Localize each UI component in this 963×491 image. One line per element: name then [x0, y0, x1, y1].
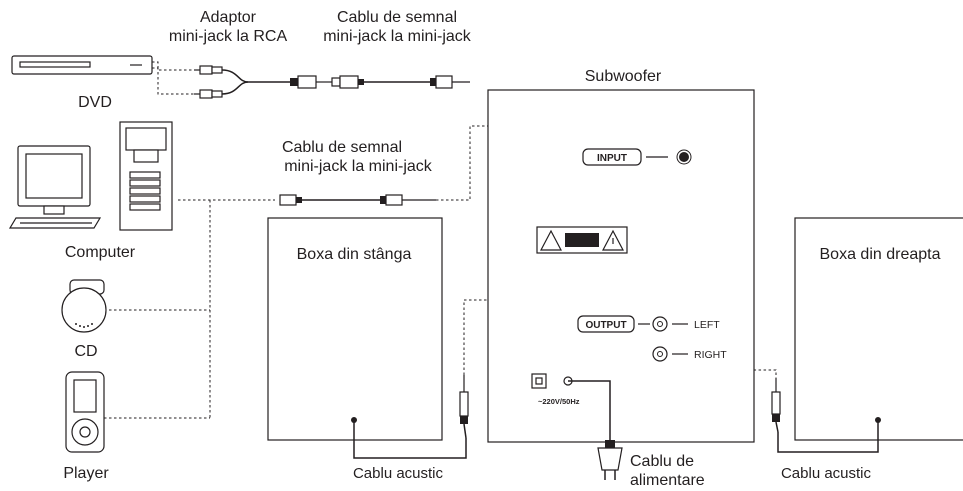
top-cable-label-line2: mini-jack la mini-jack — [323, 28, 472, 45]
right-port-label: RIGHT — [694, 349, 727, 361]
media-player-icon — [65, 371, 105, 453]
acoustic-cable-left-label: Cablu acustic — [353, 465, 444, 482]
adaptor-label-line1: Adaptor — [200, 9, 257, 26]
acoustic-cable-right-label: Cablu acustic — [781, 465, 872, 482]
computer-label: Computer — [65, 244, 136, 261]
subwoofer-panel — [487, 89, 755, 443]
power-rating-label: ~220V/50Hz — [538, 397, 580, 406]
cd-label: CD — [74, 343, 97, 360]
left-speaker-label: Boxa din stânga — [297, 246, 412, 263]
right-speaker-label: Boxa din dreapta — [820, 246, 941, 263]
left-port-label: LEFT — [694, 319, 720, 331]
middle-cable-label-line2: mini-jack la mini-jack — [284, 158, 433, 175]
power-cable-label-line2: alimentare — [630, 472, 705, 489]
output-tag: OUTPUT — [585, 320, 626, 331]
dvd-label: DVD — [78, 94, 112, 111]
right-speaker — [777, 217, 963, 453]
right-output-jack-icon — [652, 346, 668, 362]
input-section — [582, 148, 692, 166]
power-section — [531, 373, 611, 440]
output-section — [577, 315, 688, 362]
input-jack-icon — [679, 152, 689, 162]
input-tag: INPUT — [597, 153, 627, 164]
power-cable-label-line1: Cablu de — [630, 453, 694, 470]
left-jack-plug-icon — [459, 375, 469, 439]
subwoofer-label: Subwoofer — [585, 68, 662, 85]
top-cable-label-line1: Cablu de semnal — [337, 9, 457, 26]
adaptor-label-line2: mini-jack la RCA — [169, 28, 288, 45]
computer-icon — [8, 121, 173, 231]
cd-player-icon — [61, 279, 107, 333]
power-plug-icon — [597, 440, 623, 480]
left-speaker — [267, 217, 467, 459]
rca-adaptor-icon — [194, 65, 317, 99]
dvd-player-icon — [11, 55, 153, 75]
player-label: Player — [63, 465, 109, 482]
right-jack-plug-icon — [771, 378, 781, 433]
warning-label-icon — [536, 226, 628, 254]
middle-cable-label-line1: Cablu de semnal — [282, 139, 402, 156]
left-output-jack-icon — [652, 316, 668, 332]
top-signal-cable-icon — [316, 75, 470, 89]
middle-signal-cable-icon — [279, 194, 436, 206]
